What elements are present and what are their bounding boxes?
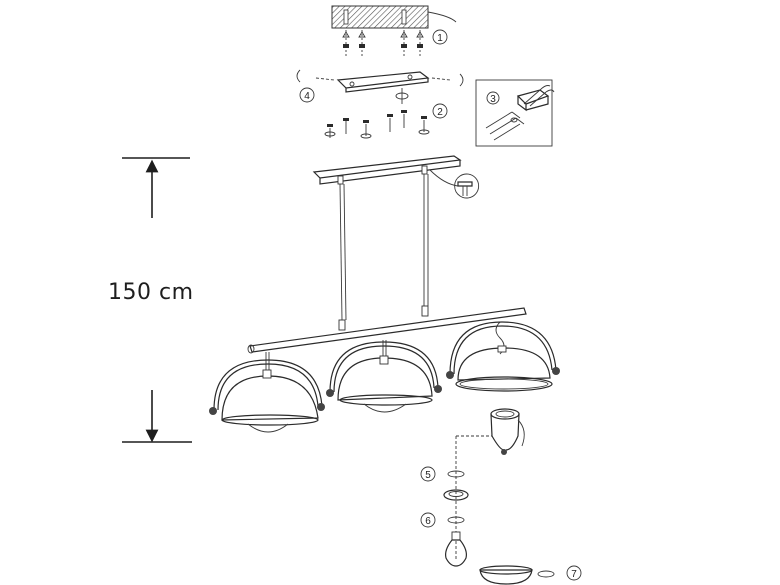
lamp-shade-right bbox=[446, 321, 560, 392]
step-label-7: 7 bbox=[571, 569, 577, 580]
suspension-cables bbox=[338, 174, 429, 331]
step-marker-2: 2 bbox=[432, 103, 448, 119]
step-label-3: 3 bbox=[490, 94, 496, 105]
shade-bowl bbox=[479, 565, 533, 585]
height-dimension: 150 cm bbox=[108, 157, 194, 443]
step-marker-7: 7 bbox=[537, 565, 582, 581]
lamp-shade-middle bbox=[326, 340, 442, 413]
bracket-screws bbox=[324, 110, 430, 139]
canopy bbox=[312, 155, 462, 187]
step-label-1: 1 bbox=[437, 33, 443, 44]
cable-adjuster-detail bbox=[454, 173, 480, 199]
step-label-4: 4 bbox=[304, 91, 310, 102]
lamp-bar bbox=[247, 307, 527, 354]
step-label-2: 2 bbox=[437, 107, 443, 118]
step-marker-4: 4 bbox=[299, 87, 315, 103]
socket-holder bbox=[455, 408, 525, 560]
mounting-bracket bbox=[296, 69, 464, 93]
rotate-arrow-bracket bbox=[395, 88, 409, 104]
step-marker-6: 6 bbox=[420, 512, 465, 528]
ceiling-screws bbox=[342, 30, 424, 56]
step-marker-1: 1 bbox=[432, 29, 448, 45]
ceiling bbox=[331, 5, 457, 29]
step-label-5: 5 bbox=[425, 470, 431, 481]
socket-ring bbox=[443, 489, 469, 501]
step-marker-5: 5 bbox=[420, 466, 465, 482]
lamp-shade-left bbox=[209, 352, 325, 433]
light-bulb-icon bbox=[445, 531, 467, 567]
wiring-inset: 3 bbox=[475, 79, 555, 147]
dimension-label: 150 cm bbox=[108, 280, 194, 305]
step-label-6: 6 bbox=[425, 516, 431, 527]
